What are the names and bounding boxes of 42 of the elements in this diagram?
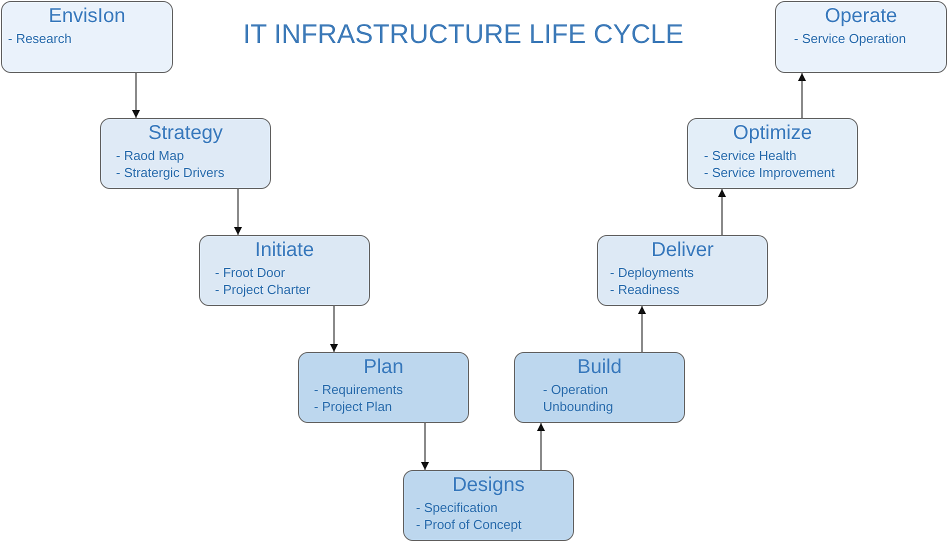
stage-item: - Service Operation <box>794 30 907 47</box>
stage-box <box>298 352 469 423</box>
stage-item: - Service Health <box>704 147 798 164</box>
stage-item: - Research <box>8 30 73 47</box>
stage-heading: Optimize <box>733 122 812 144</box>
stage-box <box>1 1 173 73</box>
stage-item: - Raod Map <box>116 147 185 164</box>
stage-heading: Deliver <box>651 239 714 261</box>
stage-item: - Froot Door <box>215 264 286 281</box>
stage-item: - Stratergic Drivers <box>116 164 226 181</box>
arrow <box>132 72 140 118</box>
stage-heading: Initiate <box>255 239 314 261</box>
stage-heading: Plan <box>363 356 404 378</box>
stage-heading: Designs <box>452 474 525 496</box>
stage-item: - Requirements <box>314 381 404 398</box>
stage-box <box>199 235 370 306</box>
arrow <box>234 188 242 236</box>
stage-box <box>403 470 574 541</box>
stage-heading: Build <box>577 356 622 378</box>
stage-item: - Operation Unbounding <box>543 381 614 415</box>
stage-item: - Specification <box>416 499 499 516</box>
arrow <box>537 422 545 470</box>
stage-heading: Operate <box>824 5 898 27</box>
stage-item: - Project Charter <box>215 281 312 298</box>
stage-item: - Project Plan <box>314 398 394 415</box>
stage-heading: EnvisIon <box>48 5 126 27</box>
stage-heading: Strategy <box>148 122 223 144</box>
stage-item: - Deployments <box>610 264 695 281</box>
stage-box <box>514 352 685 423</box>
stage-item: - Proof of Concept <box>416 516 522 533</box>
arrow <box>421 422 429 470</box>
stage-box <box>775 1 947 73</box>
arrow <box>718 188 726 236</box>
diagram-title: IT INFRASTRUCTURE LIFE CYCLE <box>243 18 684 51</box>
stage-item: - Service Improvement <box>704 164 836 181</box>
stage-box <box>100 118 271 189</box>
arrow <box>638 306 646 352</box>
stage-box <box>597 235 768 306</box>
stage-item: - Readiness <box>610 281 680 298</box>
arrow <box>330 306 338 352</box>
stage-box <box>687 118 858 189</box>
arrow <box>798 72 806 118</box>
